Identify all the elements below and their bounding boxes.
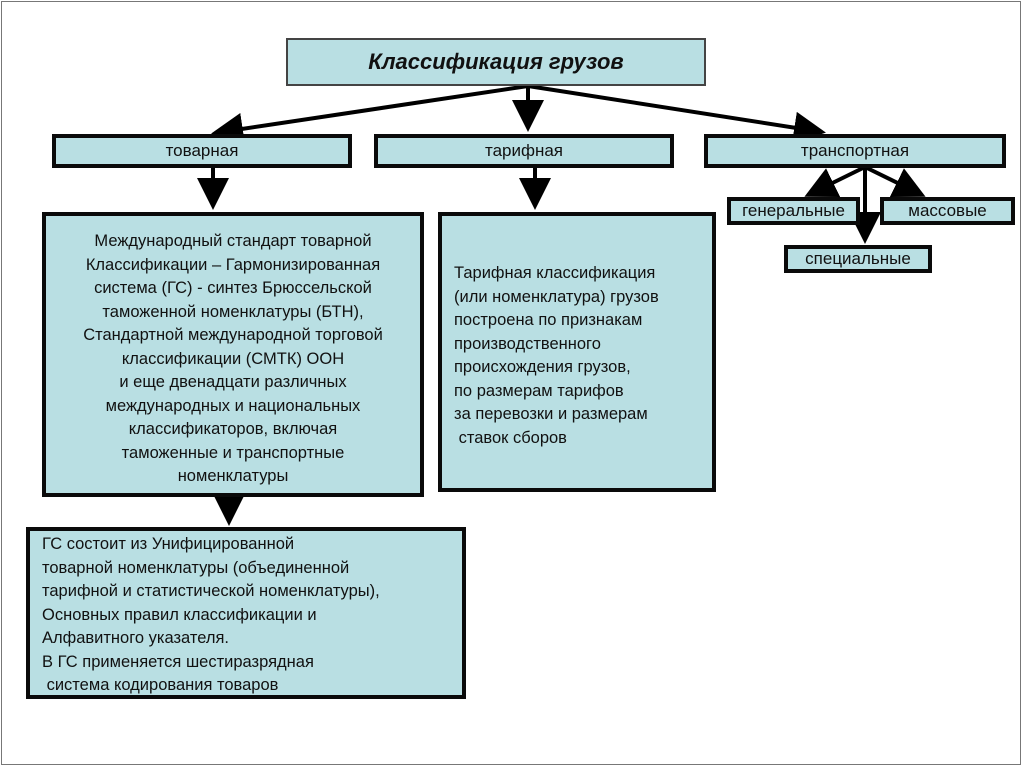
arrow-transport-to-general [804, 165, 866, 198]
text-line: Алфавитного указателя. [42, 629, 229, 647]
commodity-description: Международный стандарт товарной Классифи… [42, 212, 424, 497]
arrow-transport-to-bulk [864, 165, 926, 198]
text-line: построена по признакам [454, 311, 643, 329]
text-line: производственного [454, 334, 601, 353]
category-transport-label: транспортная [800, 141, 910, 160]
text-line: Основных правил классификации и [42, 605, 317, 624]
text-line: за перевозки и размерам [454, 405, 648, 423]
text-line: международных и национальных [105, 396, 361, 415]
transport-bulk-label: массовые [908, 201, 987, 220]
tariff-description: Тарифная классификация (или номенклатура… [438, 212, 716, 492]
category-tariff-label: тарифная [484, 141, 564, 160]
category-commodity: товарная [52, 134, 352, 168]
text-line: Международный стандарт товарной [94, 232, 372, 250]
text-line: классификации (СМТК) ООН [121, 349, 345, 368]
hs-description: ГС состоит из Унифицированной товарной н… [26, 527, 466, 699]
category-commodity-label: товарная [165, 141, 239, 160]
text-line: ставок сборов [454, 428, 567, 447]
text-line: (или номенклатура) грузов [454, 287, 659, 306]
category-transport: транспортная [704, 134, 1006, 168]
transport-general-label: генеральные [742, 201, 845, 220]
text-line: товарной номенклатуры (объединенной [42, 558, 350, 577]
transport-special-label: специальные [805, 249, 911, 268]
text-line: по размерам тарифов [454, 381, 624, 400]
transport-special: специальные [784, 245, 932, 273]
text-line: Классификации – Гармонизированная [85, 255, 381, 274]
text-line: происхождения грузов, [454, 358, 631, 376]
text-line: Стандартной международной торговой [83, 326, 383, 344]
transport-general: генеральные [727, 197, 860, 225]
text-line: номенклатуры [177, 467, 289, 485]
text-line: таможенной номенклатуры (БТН), [102, 302, 364, 321]
arrow-title-to-transport [527, 84, 826, 144]
text-line: система (ГС) - синтез Брюссельской [94, 279, 372, 297]
text-line: В ГС применяется шестиразрядная [42, 652, 314, 671]
category-tariff: тарифная [374, 134, 674, 168]
text-line: и еще двенадцати различных [119, 373, 347, 391]
text-line: ГС состоит из Унифицированной [42, 535, 295, 553]
text-line: таможенные и транспортные [121, 443, 345, 462]
arrow-title-to-commodity [211, 84, 529, 145]
transport-bulk: массовые [880, 197, 1015, 225]
diagram-title: Классификация грузов [368, 49, 624, 74]
text-line: классификаторов, включая [128, 420, 338, 438]
text-line: система кодирования товаров [42, 676, 279, 694]
title-box: Классификация грузов [286, 38, 706, 86]
text-line: Тарифная классификация [454, 264, 656, 282]
text-line: тарифной и статистической номенклатуры), [42, 582, 380, 600]
